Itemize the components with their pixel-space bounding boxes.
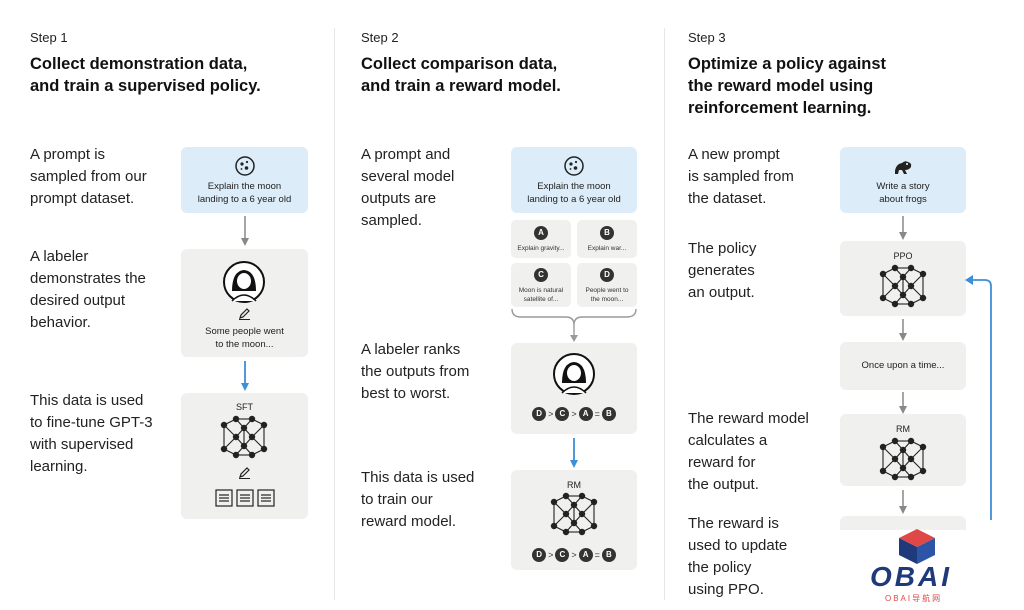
feedback-loop-arrow (965, 275, 992, 520)
rank-op-1: > (548, 549, 554, 560)
step3-output-card: Once upon a time... (840, 342, 966, 390)
rank-b: B (601, 547, 616, 562)
step3-policy-card: PPO (840, 241, 966, 316)
rank-op-3: = (594, 549, 600, 560)
obai-logo-icon (899, 529, 935, 564)
ranking-row: D>C>A=B (511, 405, 637, 423)
output-card-a: A Explain gravity... (511, 220, 571, 258)
moon-icon (235, 156, 255, 176)
pencil-icon (239, 467, 250, 479)
step1-sft-card: SFT (181, 393, 308, 519)
rank-d: D (532, 547, 547, 562)
output-letter-d: D (600, 268, 614, 282)
step2-rank-card: D>C>A=B (511, 343, 637, 434)
output-letter-a: A (534, 226, 548, 240)
step1-title: Collect demonstration data, and train a … (30, 55, 261, 95)
step3-title: Optimize a policy against the reward mod… (688, 55, 887, 117)
neural-network-icon (220, 415, 268, 459)
rank-b: B (601, 406, 616, 421)
frog-icon (895, 161, 912, 174)
step3-label: Step 3 (688, 30, 726, 45)
documents-icon (215, 489, 275, 507)
step3-arrow-1 (899, 216, 907, 240)
watermark-subtext: OBAI导航网 (885, 594, 943, 603)
column-divider-2 (664, 28, 665, 600)
rank-c: C (555, 547, 570, 562)
rank-d: D (532, 406, 547, 421)
output-text-a: Explain gravity... (517, 245, 565, 252)
step3-arrow-3 (899, 392, 907, 414)
moon-icon (564, 156, 584, 176)
output-letter-b: B (600, 226, 614, 240)
rank-a: A (578, 406, 593, 421)
rm-label: RM (896, 424, 910, 434)
output-text: Once upon a time... (861, 360, 945, 371)
step3-reward-card (840, 516, 966, 530)
rank-op-3: = (594, 408, 600, 419)
rank-c: C (555, 406, 570, 421)
neural-network-icon (879, 437, 927, 481)
step2-arrow (570, 438, 578, 468)
step3-rm-card: RM (840, 414, 966, 486)
rank-op-2: > (571, 549, 577, 560)
step2-label: Step 2 (361, 30, 399, 45)
sft-label: SFT (236, 402, 253, 412)
output-text-b: Explain war... (587, 245, 627, 252)
step3-arrow-2 (899, 319, 907, 341)
step3-arrow-4 (899, 490, 907, 514)
output-letter-c: C (534, 268, 548, 282)
ppo-label: PPO (893, 251, 913, 261)
neural-network-icon (879, 264, 927, 308)
step1-arrow-1 (241, 216, 249, 246)
ranking-row: D>C>A=B (511, 546, 637, 564)
rank-a: A (578, 547, 593, 562)
rm-label: RM (567, 480, 581, 490)
rank-op-1: > (548, 408, 554, 419)
pencil-icon (239, 308, 250, 320)
watermark-text: OBAI (870, 561, 952, 592)
step1-label: Step 1 (30, 30, 68, 45)
neural-network-icon (550, 492, 598, 536)
column-divider-1 (334, 28, 335, 600)
labeler-avatar-icon (223, 261, 265, 303)
step2-title: Collect comparison data, and train a rew… (361, 55, 561, 95)
rank-op-2: > (571, 408, 577, 419)
outputs-bracket (511, 308, 637, 342)
step1-arrow-2 (241, 361, 249, 391)
output-card-b: B Explain war... (577, 220, 637, 258)
step2-rm-card: RM D>C>A=B (511, 470, 637, 570)
labeler-avatar-icon (553, 353, 595, 395)
